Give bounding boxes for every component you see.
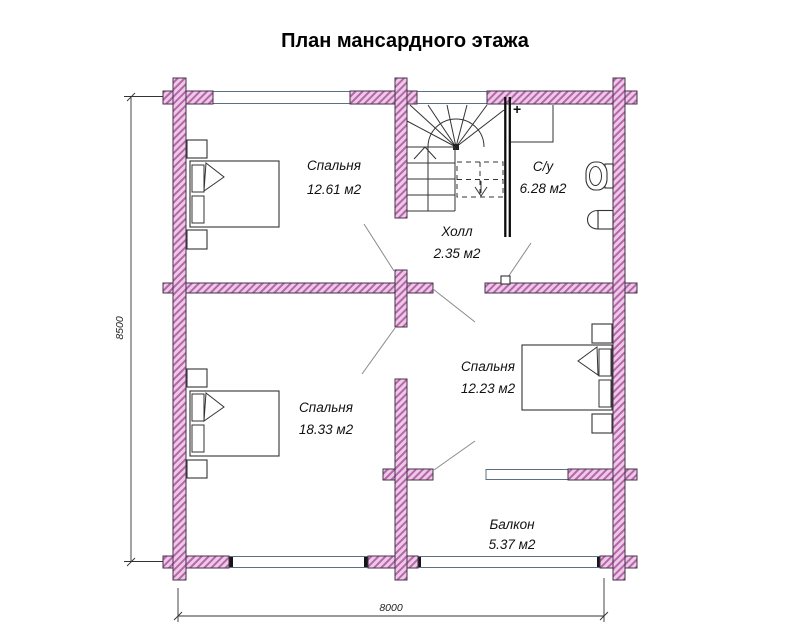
stair-winder-fan bbox=[406, 104, 505, 148]
room-name: Спальня bbox=[299, 400, 353, 415]
bathroom-closet bbox=[511, 105, 554, 143]
room-name: Балкон bbox=[489, 517, 535, 532]
nightstand bbox=[591, 323, 613, 344]
pillow bbox=[598, 348, 612, 377]
pillow bbox=[191, 164, 205, 193]
doors bbox=[361, 223, 532, 471]
wall-segment bbox=[484, 282, 638, 294]
toilet-icon bbox=[585, 161, 614, 191]
room-area: 5.37 м2 bbox=[489, 537, 536, 552]
room-name: Спальня bbox=[307, 158, 361, 173]
door-swing bbox=[433, 440, 476, 471]
walls bbox=[162, 77, 638, 581]
wall-segment bbox=[486, 90, 638, 105]
wall-segment bbox=[172, 77, 187, 581]
window-end-tick bbox=[418, 557, 421, 567]
room-area: 12.23 м2 bbox=[461, 381, 516, 396]
wall-segment bbox=[394, 77, 408, 219]
stair-down-arrow-icon bbox=[474, 186, 488, 197]
nightstand bbox=[591, 413, 613, 434]
dimension-height: 8500 bbox=[114, 316, 126, 340]
bed bbox=[189, 390, 280, 457]
nightstand bbox=[186, 139, 208, 159]
blanket-fold bbox=[203, 392, 225, 423]
window-end-tick bbox=[229, 557, 233, 567]
bed-bottom-left bbox=[186, 368, 280, 479]
stair-hidden-flight bbox=[456, 161, 504, 198]
window bbox=[485, 469, 569, 480]
wall-segment bbox=[162, 282, 434, 294]
room-name: С/у bbox=[533, 159, 555, 174]
window-end-tick bbox=[364, 557, 368, 567]
staircase bbox=[406, 104, 505, 212]
dim-tick bbox=[126, 92, 136, 102]
room-labels: Спальня 12.61 м2 Холл 2.35 м2 С/у 6.28 м… bbox=[299, 158, 567, 552]
blanket-fold bbox=[577, 346, 599, 376]
door-hinge-marker bbox=[500, 275, 511, 285]
dimension-width: 8000 bbox=[379, 602, 403, 614]
pillow bbox=[191, 424, 205, 453]
sink-icon bbox=[586, 209, 614, 230]
room-area: 18.33 м2 bbox=[299, 422, 354, 437]
wall-segment bbox=[382, 468, 434, 481]
blanket-fold bbox=[203, 162, 225, 193]
door-swing bbox=[505, 242, 532, 281]
nightstand bbox=[186, 229, 208, 250]
plus-mark: + bbox=[513, 101, 521, 117]
door-swing bbox=[432, 288, 476, 323]
window bbox=[416, 91, 488, 104]
door-swing bbox=[363, 223, 395, 272]
bed bbox=[189, 160, 280, 228]
bed-right bbox=[521, 323, 613, 434]
nightstand bbox=[186, 368, 208, 388]
dimension-bottom: 8000 bbox=[173, 578, 609, 622]
window bbox=[417, 556, 601, 568]
wall-segment bbox=[394, 269, 408, 328]
page-title: План мансардного этажа bbox=[281, 30, 530, 52]
dim-tick bbox=[173, 611, 183, 621]
pillow bbox=[598, 379, 612, 408]
door-swing bbox=[361, 327, 396, 375]
dim-tick bbox=[599, 611, 609, 621]
pillow bbox=[191, 195, 205, 224]
room-name: Холл bbox=[440, 224, 473, 239]
room-name: Спальня bbox=[461, 359, 515, 374]
pillow bbox=[191, 393, 205, 422]
window bbox=[228, 556, 369, 568]
nightstand bbox=[186, 459, 208, 479]
dimension-left: 8500 bbox=[114, 92, 163, 567]
room-area: 6.28 м2 bbox=[520, 181, 567, 196]
window-end-tick bbox=[597, 557, 600, 567]
room-area: 12.61 м2 bbox=[307, 182, 362, 197]
wall-segment bbox=[394, 378, 408, 581]
wall-segment bbox=[612, 77, 626, 581]
bed-top-left bbox=[186, 139, 280, 250]
stair-up-arrow-icon bbox=[413, 146, 437, 160]
stair-partition bbox=[504, 97, 511, 237]
stair-newel-post bbox=[453, 144, 459, 150]
wall-segment bbox=[367, 555, 419, 569]
dim-tick bbox=[126, 557, 136, 567]
wall-segment bbox=[162, 90, 214, 105]
room-area: 2.35 м2 bbox=[433, 246, 481, 261]
window bbox=[212, 91, 351, 104]
stair-treads bbox=[407, 146, 456, 212]
wall-segment bbox=[567, 468, 638, 481]
